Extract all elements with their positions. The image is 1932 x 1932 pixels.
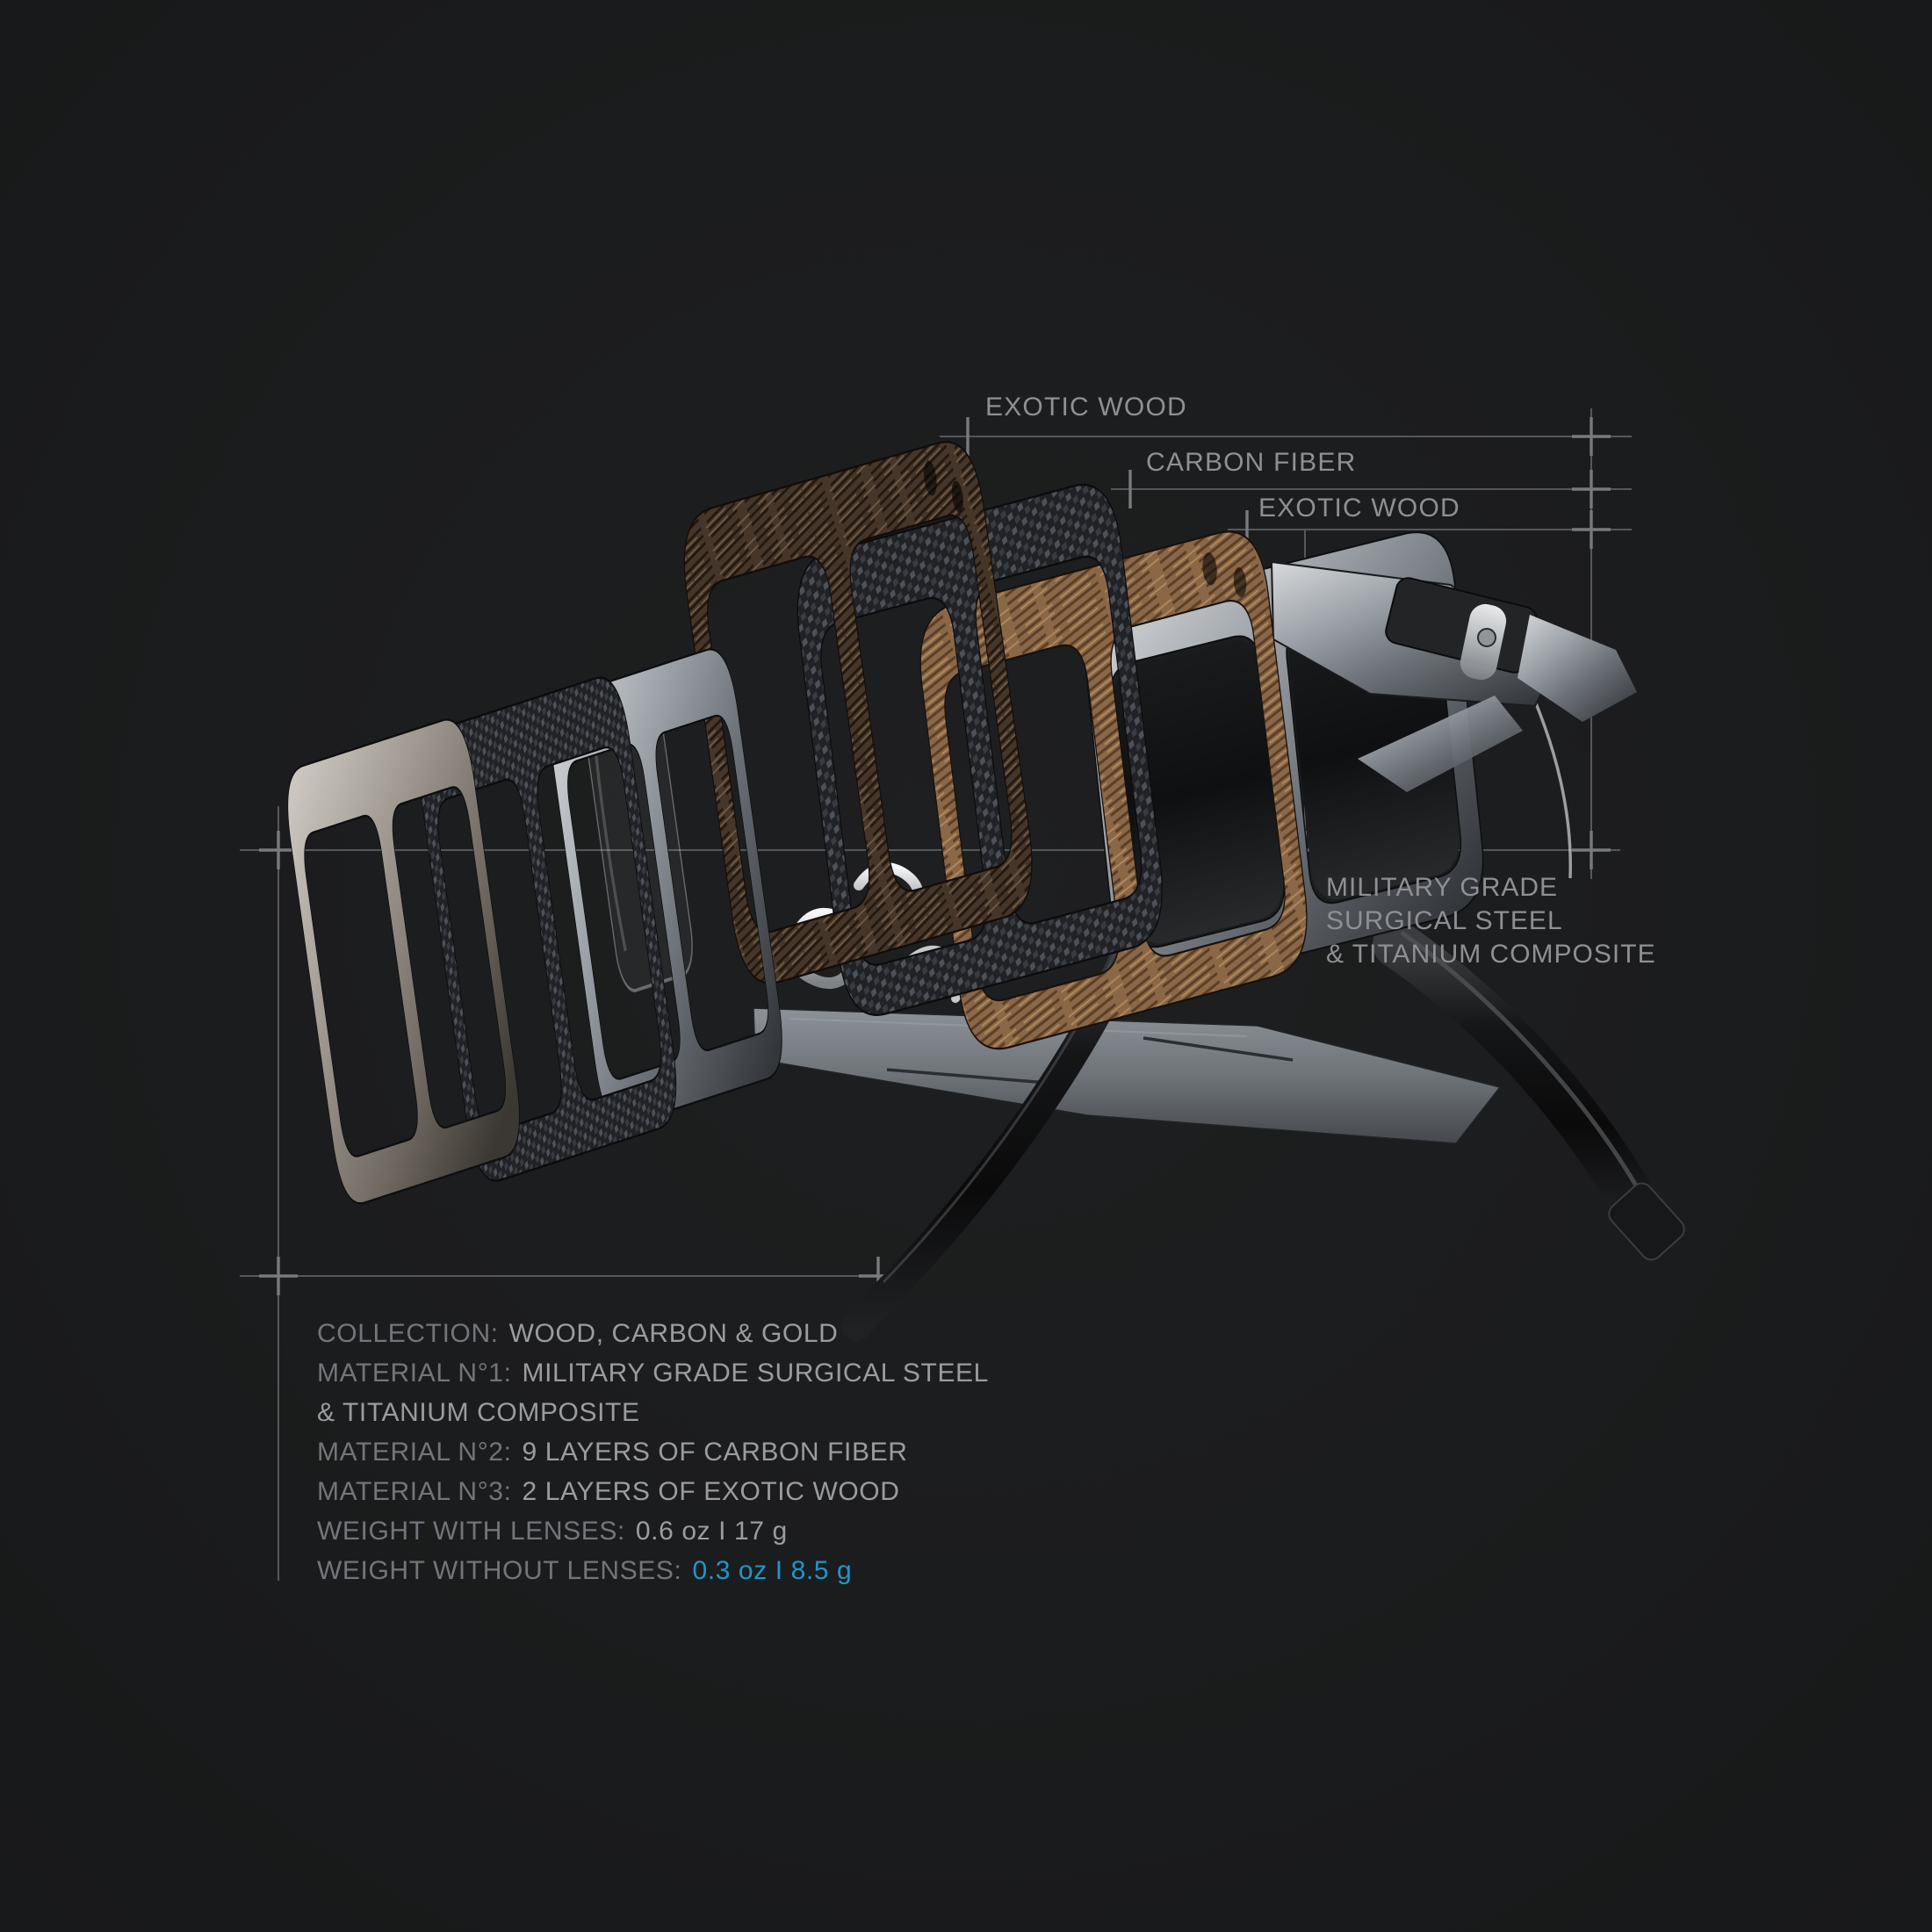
spec-row-collection: COLLECTION: WOOD, CARBON & GOLD	[317, 1314, 989, 1353]
material-note-line: MILITARY GRADE	[1326, 873, 1559, 902]
spec-value: & TITANIUM COMPOSITE	[317, 1398, 640, 1427]
material-note-line: & TITANIUM COMPOSITE	[1326, 940, 1656, 969]
temple-steel-bar	[753, 1007, 1502, 1144]
spec-value: 0.6 oz I 17 g	[635, 1517, 788, 1546]
spec-row-weight-without-lenses: WEIGHT WITHOUT LENSES: 0.3 oz I 8.5 g	[317, 1551, 989, 1590]
spec-label: MATERIAL N°3:	[317, 1477, 512, 1506]
spec-value: MILITARY GRADE SURGICAL STEEL	[522, 1359, 989, 1388]
spec-label: COLLECTION:	[317, 1319, 499, 1348]
spec-row-material-3: MATERIAL N°3: 2 LAYERS OF EXOTIC WOOD	[317, 1472, 989, 1511]
spec-value: 9 LAYERS OF CARBON FIBER	[522, 1438, 908, 1467]
spec-label: WEIGHT WITH LENSES:	[317, 1517, 625, 1546]
hinge-assembly	[1270, 560, 1637, 792]
spec-label: WEIGHT WITHOUT LENSES:	[317, 1556, 682, 1585]
spec-value: WOOD, CARBON & GOLD	[508, 1319, 839, 1348]
spec-label: MATERIAL N°2:	[317, 1438, 512, 1467]
spec-row-material-1: MATERIAL N°1: MILITARY GRADE SURGICAL STE…	[317, 1353, 989, 1393]
frame-layer-wood-light	[912, 521, 1316, 1060]
frame-layer-wood-dark	[674, 431, 1042, 994]
temple-right	[1373, 920, 1668, 1246]
callout-military-grade-steel: MILITARY GRADE SURGICAL STEEL & TITANIUM…	[1326, 871, 1656, 971]
spec-row-material-2: MATERIAL N°2: 9 LAYERS OF CARBON FIBER	[317, 1432, 989, 1472]
callout-carbon-fiber: CARBON FIBER	[1146, 448, 1357, 477]
specification-list: COLLECTION: WOOD, CARBON & GOLD MATERIAL …	[317, 1314, 989, 1590]
spec-value: 2 LAYERS OF EXOTIC WOOD	[522, 1477, 900, 1506]
spec-value-accent: 0.3 oz I 8.5 g	[692, 1556, 853, 1585]
spec-label: MATERIAL N°1:	[317, 1359, 512, 1388]
spec-row-material-1-continued: & TITANIUM COMPOSITE	[317, 1393, 989, 1432]
spec-row-weight-with-lenses: WEIGHT WITH LENSES: 0.6 oz I 17 g	[317, 1511, 989, 1551]
glasses-exploded-stack	[279, 431, 1685, 1341]
callout-exotic-wood-mid: EXOTIC WOOD	[1258, 494, 1460, 523]
callout-exotic-wood-top: EXOTIC WOOD	[985, 393, 1187, 422]
material-note-line: SURGICAL STEEL	[1326, 906, 1563, 935]
frame-layer-steel-back	[279, 711, 528, 1211]
